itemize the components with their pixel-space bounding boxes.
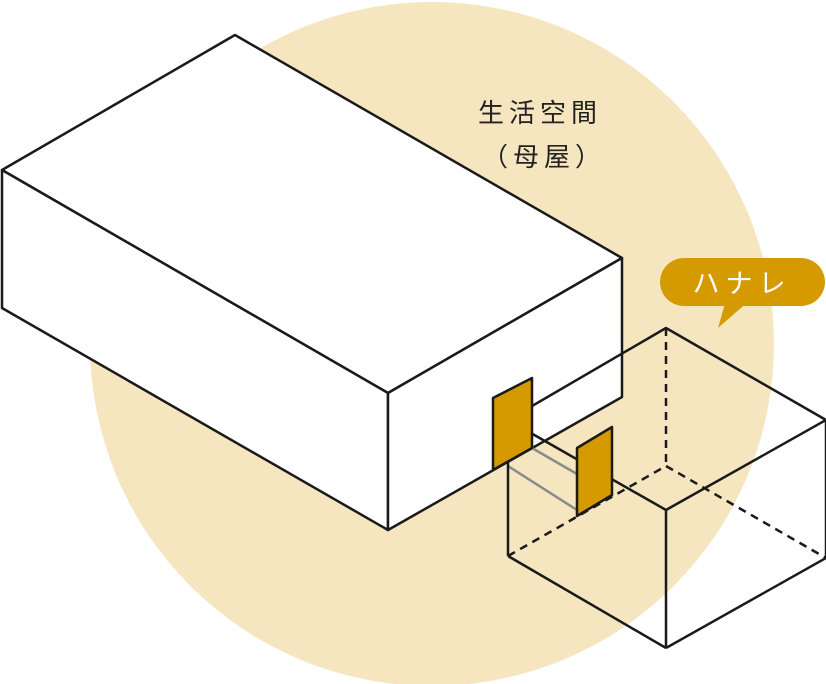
annex-bubble-body — [660, 258, 825, 306]
annex-bubble-tail — [718, 300, 750, 328]
connector-wall-near-annex — [575, 425, 614, 518]
annex-bottom-left — [507, 554, 667, 650]
main-house-block — [0, 33, 624, 532]
annex-speech-bubble: ハナレ — [660, 258, 825, 328]
annex-top-front-right — [665, 418, 826, 512]
annex-bubble-label: ハナレ — [693, 269, 792, 300]
connector-line-lower — [507, 464, 578, 512]
annex-hidden-edge-right — [665, 464, 826, 560]
connector-line-upper — [531, 446, 578, 476]
annex-bottom-right — [665, 556, 826, 650]
connector-wall-near-house — [491, 376, 534, 472]
annex-top-left-edges — [507, 326, 826, 422]
main-space-label-line1: 生活空間 — [478, 99, 602, 129]
main-space-label-line2: （母屋） — [482, 143, 606, 173]
